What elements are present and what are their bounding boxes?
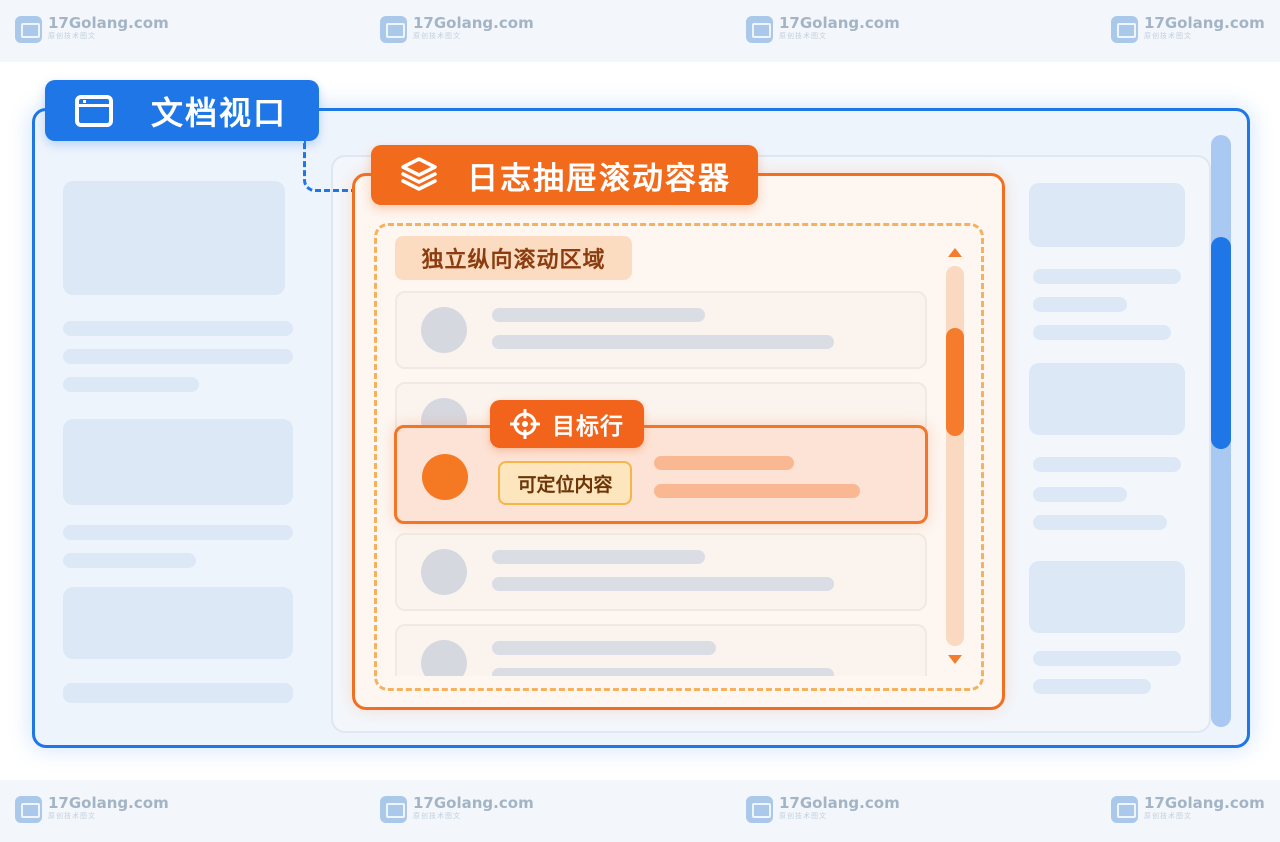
watermark-brand: 17Golang.com	[48, 794, 169, 812]
placeholder-card	[63, 587, 293, 659]
watermark-subtitle: 原创技术图文	[413, 32, 461, 40]
placeholder-line	[63, 525, 293, 540]
placeholder-line	[1033, 457, 1181, 472]
independent-scroll-area[interactable]	[374, 223, 984, 691]
browser-window-icon	[75, 94, 113, 127]
placeholder-line	[492, 577, 834, 591]
placeholder-line	[63, 377, 199, 392]
placeholder-line	[1033, 487, 1127, 502]
placeholder-line	[492, 641, 716, 655]
watermark-subtitle: 原创技术图文	[413, 812, 461, 820]
placeholder-line	[492, 550, 705, 564]
watermark-brand: 17Golang.com	[1144, 14, 1265, 32]
watermark-subtitle: 原创技术图文	[779, 812, 827, 820]
placeholder-line	[1033, 297, 1127, 312]
placeholder-line	[1033, 269, 1181, 284]
list-item[interactable]	[395, 291, 927, 369]
watermark-brand: 17Golang.com	[413, 14, 534, 32]
locatable-content-label: 可定位内容	[517, 473, 613, 496]
placeholder-line	[654, 456, 794, 470]
crosshair-icon	[510, 409, 540, 439]
avatar	[421, 549, 467, 595]
watermark-brand: 17Golang.com	[413, 794, 534, 812]
drawer-scrollbar[interactable]	[946, 266, 964, 646]
watermark-subtitle: 原创技术图文	[48, 812, 96, 820]
layers-icon	[401, 157, 437, 191]
placeholder-line	[1033, 515, 1167, 530]
placeholder-card	[63, 181, 285, 295]
watermark-logo-icon	[15, 16, 42, 43]
viewport-label: 文档视口	[45, 80, 319, 141]
watermark-logo-icon	[1111, 796, 1138, 823]
watermark-brand: 17Golang.com	[779, 14, 900, 32]
watermark-subtitle: 原创技术图文	[779, 32, 827, 40]
list-item[interactable]	[395, 533, 927, 611]
scroll-down-arrow-icon[interactable]	[948, 655, 962, 664]
watermark-subtitle: 原创技术图文	[1144, 812, 1192, 820]
placeholder-line	[63, 683, 293, 703]
target-row[interactable]: 可定位内容	[394, 425, 928, 524]
placeholder-line	[1033, 679, 1151, 694]
scroll-area-label: 独立纵向滚动区域	[421, 248, 606, 273]
viewport-scrollbar[interactable]	[1211, 135, 1231, 727]
viewport-label-text: 文档视口	[151, 93, 288, 132]
avatar	[421, 640, 467, 676]
watermark-brand: 17Golang.com	[48, 14, 169, 32]
placeholder-line	[654, 484, 860, 498]
watermark-logo-icon	[15, 796, 42, 823]
placeholder-line	[63, 349, 293, 364]
watermark-subtitle: 原创技术图文	[48, 32, 96, 40]
locatable-content-tag: 可定位内容	[498, 461, 632, 505]
avatar	[421, 307, 467, 353]
avatar	[422, 454, 468, 500]
placeholder-card	[1029, 561, 1185, 633]
watermark-logo-icon	[1111, 16, 1138, 43]
watermark-logo-icon	[380, 796, 407, 823]
placeholder-line	[492, 335, 834, 349]
placeholder-line	[63, 321, 293, 336]
scroll-area-tag: 独立纵向滚动区域	[395, 236, 632, 280]
watermark-logo-icon	[380, 16, 407, 43]
placeholder-line	[63, 553, 196, 568]
placeholder-line	[1033, 325, 1171, 340]
placeholder-card	[63, 419, 293, 505]
placeholder-card	[1029, 363, 1185, 435]
viewport-scrollbar-thumb[interactable]	[1211, 237, 1231, 449]
drawer-label: 日志抽屉滚动容器	[371, 145, 758, 205]
drawer-label-text: 日志抽屉滚动容器	[467, 160, 731, 197]
placeholder-line	[492, 668, 834, 676]
placeholder-card	[1029, 183, 1185, 247]
watermark-brand: 17Golang.com	[1144, 794, 1265, 812]
target-row-label-text: 目标行	[552, 414, 624, 440]
placeholder-line	[492, 308, 705, 322]
scroll-up-arrow-icon[interactable]	[948, 248, 962, 257]
drawer-scrollbar-thumb[interactable]	[946, 328, 964, 436]
list-item[interactable]	[395, 624, 927, 676]
watermark-brand: 17Golang.com	[779, 794, 900, 812]
target-row-label: 目标行	[490, 400, 644, 448]
connector-line	[303, 140, 359, 192]
placeholder-line	[1033, 651, 1181, 666]
watermark-logo-icon	[746, 796, 773, 823]
watermark-subtitle: 原创技术图文	[1144, 32, 1192, 40]
watermark-logo-icon	[746, 16, 773, 43]
